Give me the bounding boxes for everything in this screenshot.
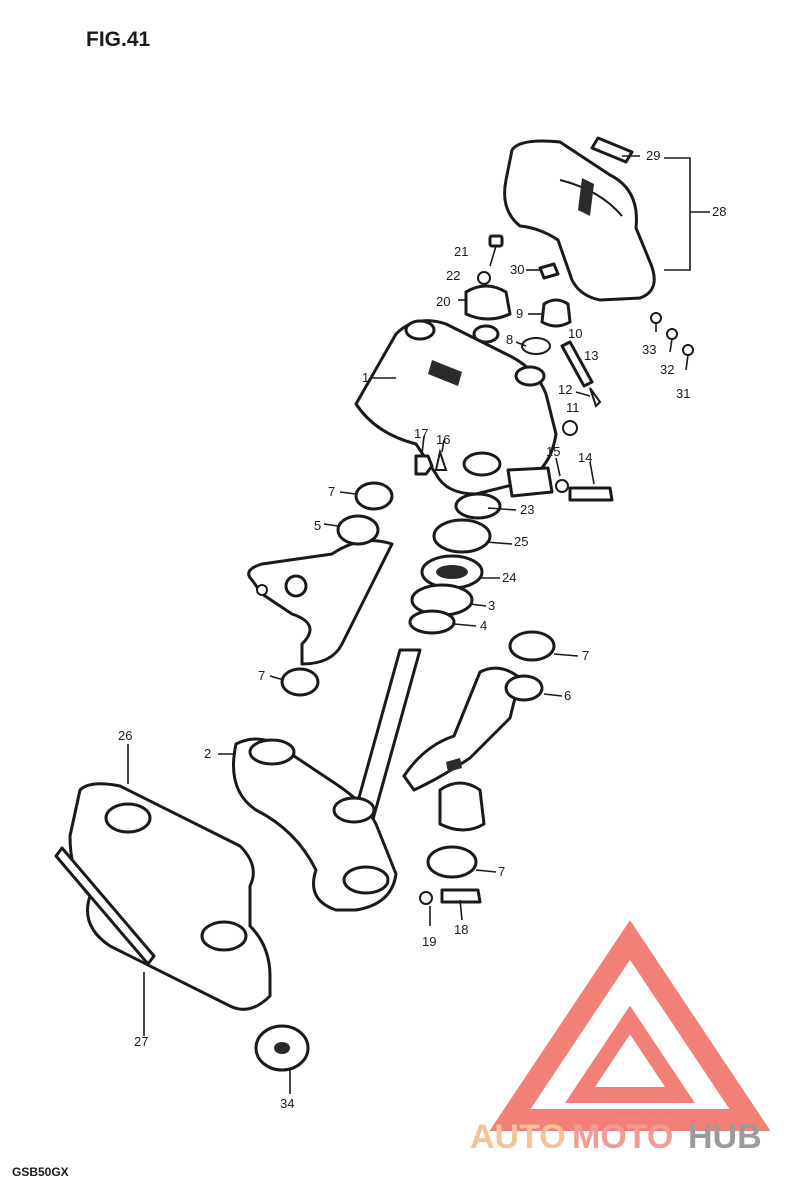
nut-17 bbox=[414, 454, 434, 476]
callout-20: 20 bbox=[436, 294, 450, 309]
callout-27: 27 bbox=[134, 1034, 148, 1049]
clip-30 bbox=[538, 262, 560, 280]
watermark-word-auto: AUTO bbox=[470, 1118, 566, 1156]
watermark-logo: AUTO MOTO HUB bbox=[470, 920, 771, 1156]
callout-21: 21 bbox=[454, 244, 468, 259]
bolt-14 bbox=[568, 486, 614, 502]
clamp-20 bbox=[464, 284, 512, 321]
callout-29: 29 bbox=[646, 148, 660, 163]
callout-14: 14 bbox=[578, 450, 592, 465]
model-code: GSB50GX bbox=[12, 1165, 69, 1179]
callout-6: 6 bbox=[564, 688, 571, 703]
ring-7-lower-left bbox=[280, 667, 320, 697]
bottom-cover-26 bbox=[68, 782, 272, 1011]
washer-19 bbox=[419, 891, 433, 905]
callout-31: 31 bbox=[676, 386, 690, 401]
bolt-18 bbox=[440, 888, 482, 904]
washer-15 bbox=[555, 479, 569, 493]
callout-22: 22 bbox=[446, 268, 460, 283]
callout-25: 25 bbox=[514, 534, 528, 549]
callout-28: 28 bbox=[712, 204, 726, 219]
watermark-word-moto: MOTO bbox=[572, 1118, 673, 1156]
callout-7-c: 7 bbox=[582, 648, 589, 663]
callout-12: 12 bbox=[558, 382, 572, 397]
top-bracket-1 bbox=[354, 319, 558, 496]
steering-stem-2 bbox=[232, 648, 422, 912]
callout-24: 24 bbox=[502, 570, 516, 585]
callout-10: 10 bbox=[568, 326, 582, 341]
callout-11: 11 bbox=[566, 400, 580, 415]
pin-13 bbox=[589, 387, 602, 408]
race-3 bbox=[410, 583, 474, 617]
bolt-10 bbox=[560, 340, 594, 388]
callout-labels: 1 2 3 4 5 6 7 7 7 7 8 9 10 11 12 13 14 1… bbox=[118, 148, 726, 1111]
strip-27 bbox=[54, 846, 156, 966]
watermark-triangle-inner bbox=[565, 1005, 695, 1103]
nut-11 bbox=[562, 420, 578, 436]
left-handle-bracket-5 bbox=[247, 539, 394, 666]
ring-7-upper-left bbox=[354, 481, 394, 511]
bolt-21 bbox=[488, 234, 504, 267]
callout-7-a: 7 bbox=[328, 484, 335, 499]
leader-lines bbox=[127, 155, 710, 1094]
callout-1: 1 bbox=[362, 370, 369, 385]
handlebar-cover-28 bbox=[503, 136, 656, 302]
clamp-block bbox=[506, 466, 554, 498]
callout-4: 4 bbox=[480, 618, 487, 633]
callout-13: 13 bbox=[584, 348, 598, 363]
callout-23: 23 bbox=[520, 502, 534, 517]
callout-19: 19 bbox=[422, 934, 436, 949]
ring-7-lower-right bbox=[426, 845, 478, 879]
callout-32: 32 bbox=[660, 362, 674, 377]
callout-17: 17 bbox=[414, 426, 428, 441]
callout-3: 3 bbox=[488, 598, 495, 613]
callout-15: 15 bbox=[546, 444, 560, 459]
washer-8 bbox=[521, 337, 551, 355]
callout-9: 9 bbox=[516, 306, 523, 321]
ring-7-upper-right bbox=[508, 630, 556, 662]
callout-7-b: 7 bbox=[258, 668, 265, 683]
right-handle-bracket-6 bbox=[402, 666, 544, 832]
callout-33: 33 bbox=[642, 342, 656, 357]
ring-5 bbox=[336, 514, 380, 546]
watermark-word-hub: HUB bbox=[688, 1118, 762, 1156]
bearing-stack bbox=[408, 492, 502, 635]
bushing-9 bbox=[540, 298, 572, 328]
part-16 bbox=[434, 448, 448, 471]
callout-2: 2 bbox=[204, 746, 211, 761]
dust-seal-25 bbox=[432, 518, 492, 554]
figure-title: FIG.41 bbox=[86, 28, 151, 51]
washer-22 bbox=[477, 271, 491, 285]
callout-16: 16 bbox=[436, 432, 450, 447]
callout-34: 34 bbox=[280, 1096, 294, 1111]
race-23 bbox=[454, 492, 502, 520]
callout-30: 30 bbox=[510, 262, 524, 277]
small-fasteners-31-33 bbox=[650, 312, 694, 371]
callout-8: 8 bbox=[506, 332, 513, 347]
callout-5: 5 bbox=[314, 518, 321, 533]
callout-18: 18 bbox=[454, 922, 468, 937]
callout-26: 26 bbox=[118, 728, 132, 743]
watermark-triangle-outer bbox=[489, 920, 771, 1131]
callout-7-d: 7 bbox=[498, 864, 505, 879]
race-4 bbox=[408, 609, 456, 635]
